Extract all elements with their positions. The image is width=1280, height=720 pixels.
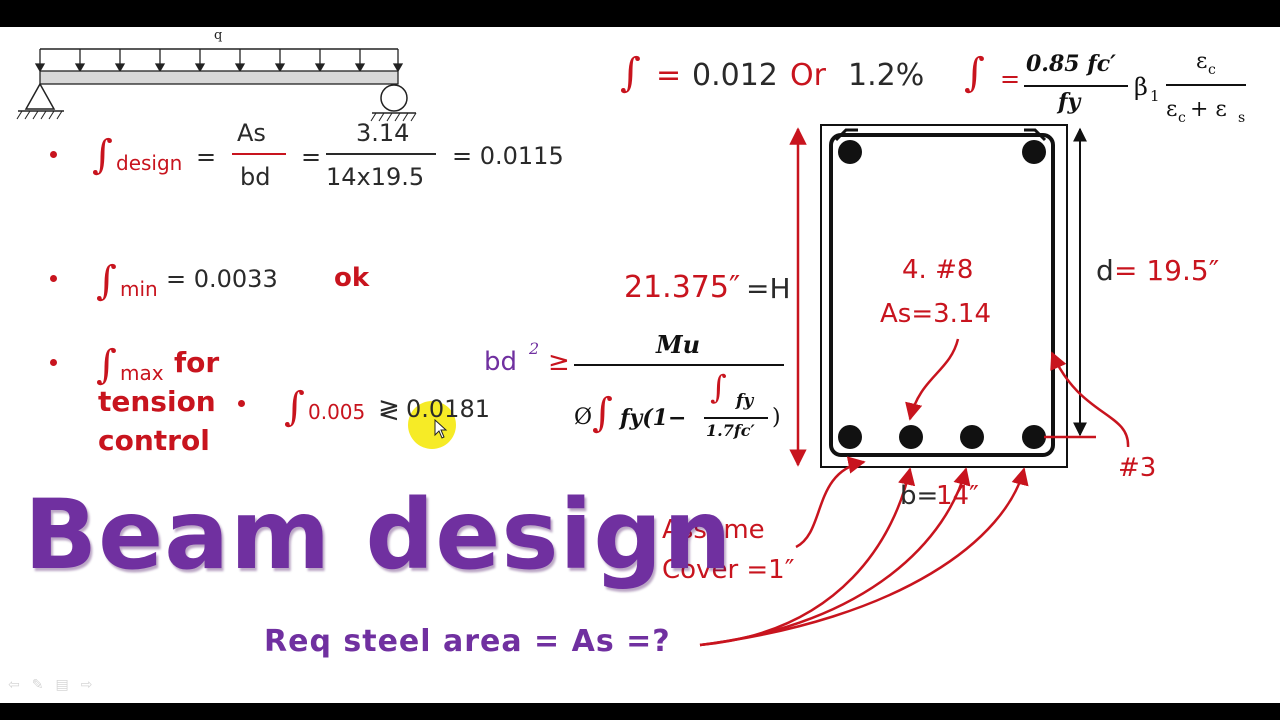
rho-symbol-top: ∫ (620, 50, 641, 96)
rho-formula-eps-den-b-sub: s (1238, 110, 1246, 126)
design-num-value: 3.14 (356, 119, 410, 147)
bd2-inner-num: fy (736, 391, 754, 411)
design-numerator: As (237, 119, 266, 147)
rho-max-subscript: max (120, 361, 164, 385)
mouse-cursor-icon (434, 419, 448, 439)
rho-symbol: ∫ (92, 132, 113, 178)
prev-icon[interactable]: ⇦ (8, 677, 20, 693)
rho-formula-plus: + ε (1190, 97, 1227, 122)
menu-icon[interactable]: ▤ (55, 677, 69, 693)
bd2-ge: ≥ (548, 347, 570, 377)
design-den-value: 14x19.5 (326, 163, 425, 191)
bd2-lhs-sup: 2 (529, 339, 540, 358)
rho-formula-eps-den-a: ε (1166, 97, 1178, 122)
rho-formula-eps-num: ε (1196, 49, 1208, 74)
bd2-inner-line (704, 417, 768, 419)
max-label-line2: tension (98, 385, 216, 418)
bd2-fraction-line (574, 364, 784, 366)
rho-symbol-inner: ∫ (710, 368, 727, 406)
rho-formula-eps-den-a-sub: c (1178, 110, 1186, 126)
rho-min-subscript: min (120, 277, 158, 301)
design-eq2: = (301, 143, 322, 171)
rho-formula-den: fy (1058, 89, 1081, 115)
rho-formula-eps-line (1166, 84, 1246, 86)
stirrup-label: #3 (1118, 453, 1157, 483)
max-label-line1: for (174, 346, 220, 379)
bd2-den-phi: Ø (574, 405, 593, 430)
beam-cross-section (699, 124, 1130, 647)
design-result: = 0.0115 (452, 142, 564, 170)
beam-sketch (16, 48, 417, 122)
max-value: 0.0181 (406, 395, 490, 423)
rho-formula-beta: β (1134, 73, 1148, 101)
rho-formula-line (1024, 85, 1128, 87)
min-value: = 0.0033 (166, 265, 278, 293)
design-denominator: bd (240, 163, 271, 191)
rho-005-subscript: 0.005 (308, 400, 366, 424)
beam-load-label: q (214, 28, 223, 43)
slide-title: Beam design (24, 479, 733, 591)
bd2-inner-den: 1.7fc′ (706, 421, 755, 440)
rho-formula-eps-num-sub: c (1208, 62, 1216, 78)
bullet-max (50, 359, 57, 366)
height-eq-label: =H (746, 272, 791, 305)
design-value-fraction-line (326, 153, 436, 155)
design-fraction-line (232, 153, 286, 155)
b-prefix: b= (900, 481, 939, 511)
rho-symbol-max: ∫ (96, 342, 117, 388)
rho-symbol-min: ∫ (96, 258, 117, 304)
height-label: 21.375″ (624, 270, 741, 305)
rho-top-eq: = (656, 58, 682, 93)
design-eq: = (196, 143, 217, 171)
slide: q ∫ design = As bd = 3.14 14x19.5 = 0.01… (0, 27, 1280, 703)
bd2-den-close: ) (772, 405, 781, 430)
bullet-005 (238, 400, 245, 407)
rho-symbol-005: ∫ (284, 384, 305, 430)
bullet-design (50, 151, 57, 158)
rho-formula-eq: = (1000, 65, 1021, 93)
d-value: = 19.5″ (1114, 254, 1220, 287)
cursor-highlight (408, 401, 456, 449)
question-text: Req steel area = As =? (264, 624, 671, 659)
rho-top-value: 0.012 (692, 58, 778, 93)
bars-label: 4. #8 (902, 255, 974, 285)
rho-symbol-formula: ∫ (964, 50, 985, 96)
rho-top-or: Or (790, 58, 826, 93)
rho-design-subscript: design (116, 151, 183, 175)
cover-line2: Cover =1″ (662, 555, 795, 585)
slideshow-controls: ⇦ ✎ ▤ ⇨ (8, 677, 92, 693)
max-compare: ≷ (378, 395, 400, 425)
cover-line1: Assume (662, 515, 765, 545)
min-status: ok (334, 263, 370, 293)
pen-icon[interactable]: ✎ (31, 677, 44, 693)
b-value: 14″ (936, 481, 979, 511)
bd2-den-fy: fy(1− (620, 405, 687, 431)
as-label: As=3.14 (880, 299, 992, 329)
max-label-line3: control (98, 424, 210, 457)
bd2-num: Mu (656, 330, 701, 359)
rho-formula-num: 0.85 fc′ (1026, 51, 1116, 77)
rho-symbol-bd2: ∫ (592, 390, 613, 436)
next-icon[interactable]: ⇨ (80, 677, 93, 693)
rho-formula-beta-sub: 1 (1150, 87, 1160, 105)
d-prefix: d (1096, 254, 1114, 287)
bd2-lhs: bd (484, 347, 518, 377)
rho-top-percent: 1.2% (848, 58, 925, 93)
bullet-min (50, 275, 57, 282)
